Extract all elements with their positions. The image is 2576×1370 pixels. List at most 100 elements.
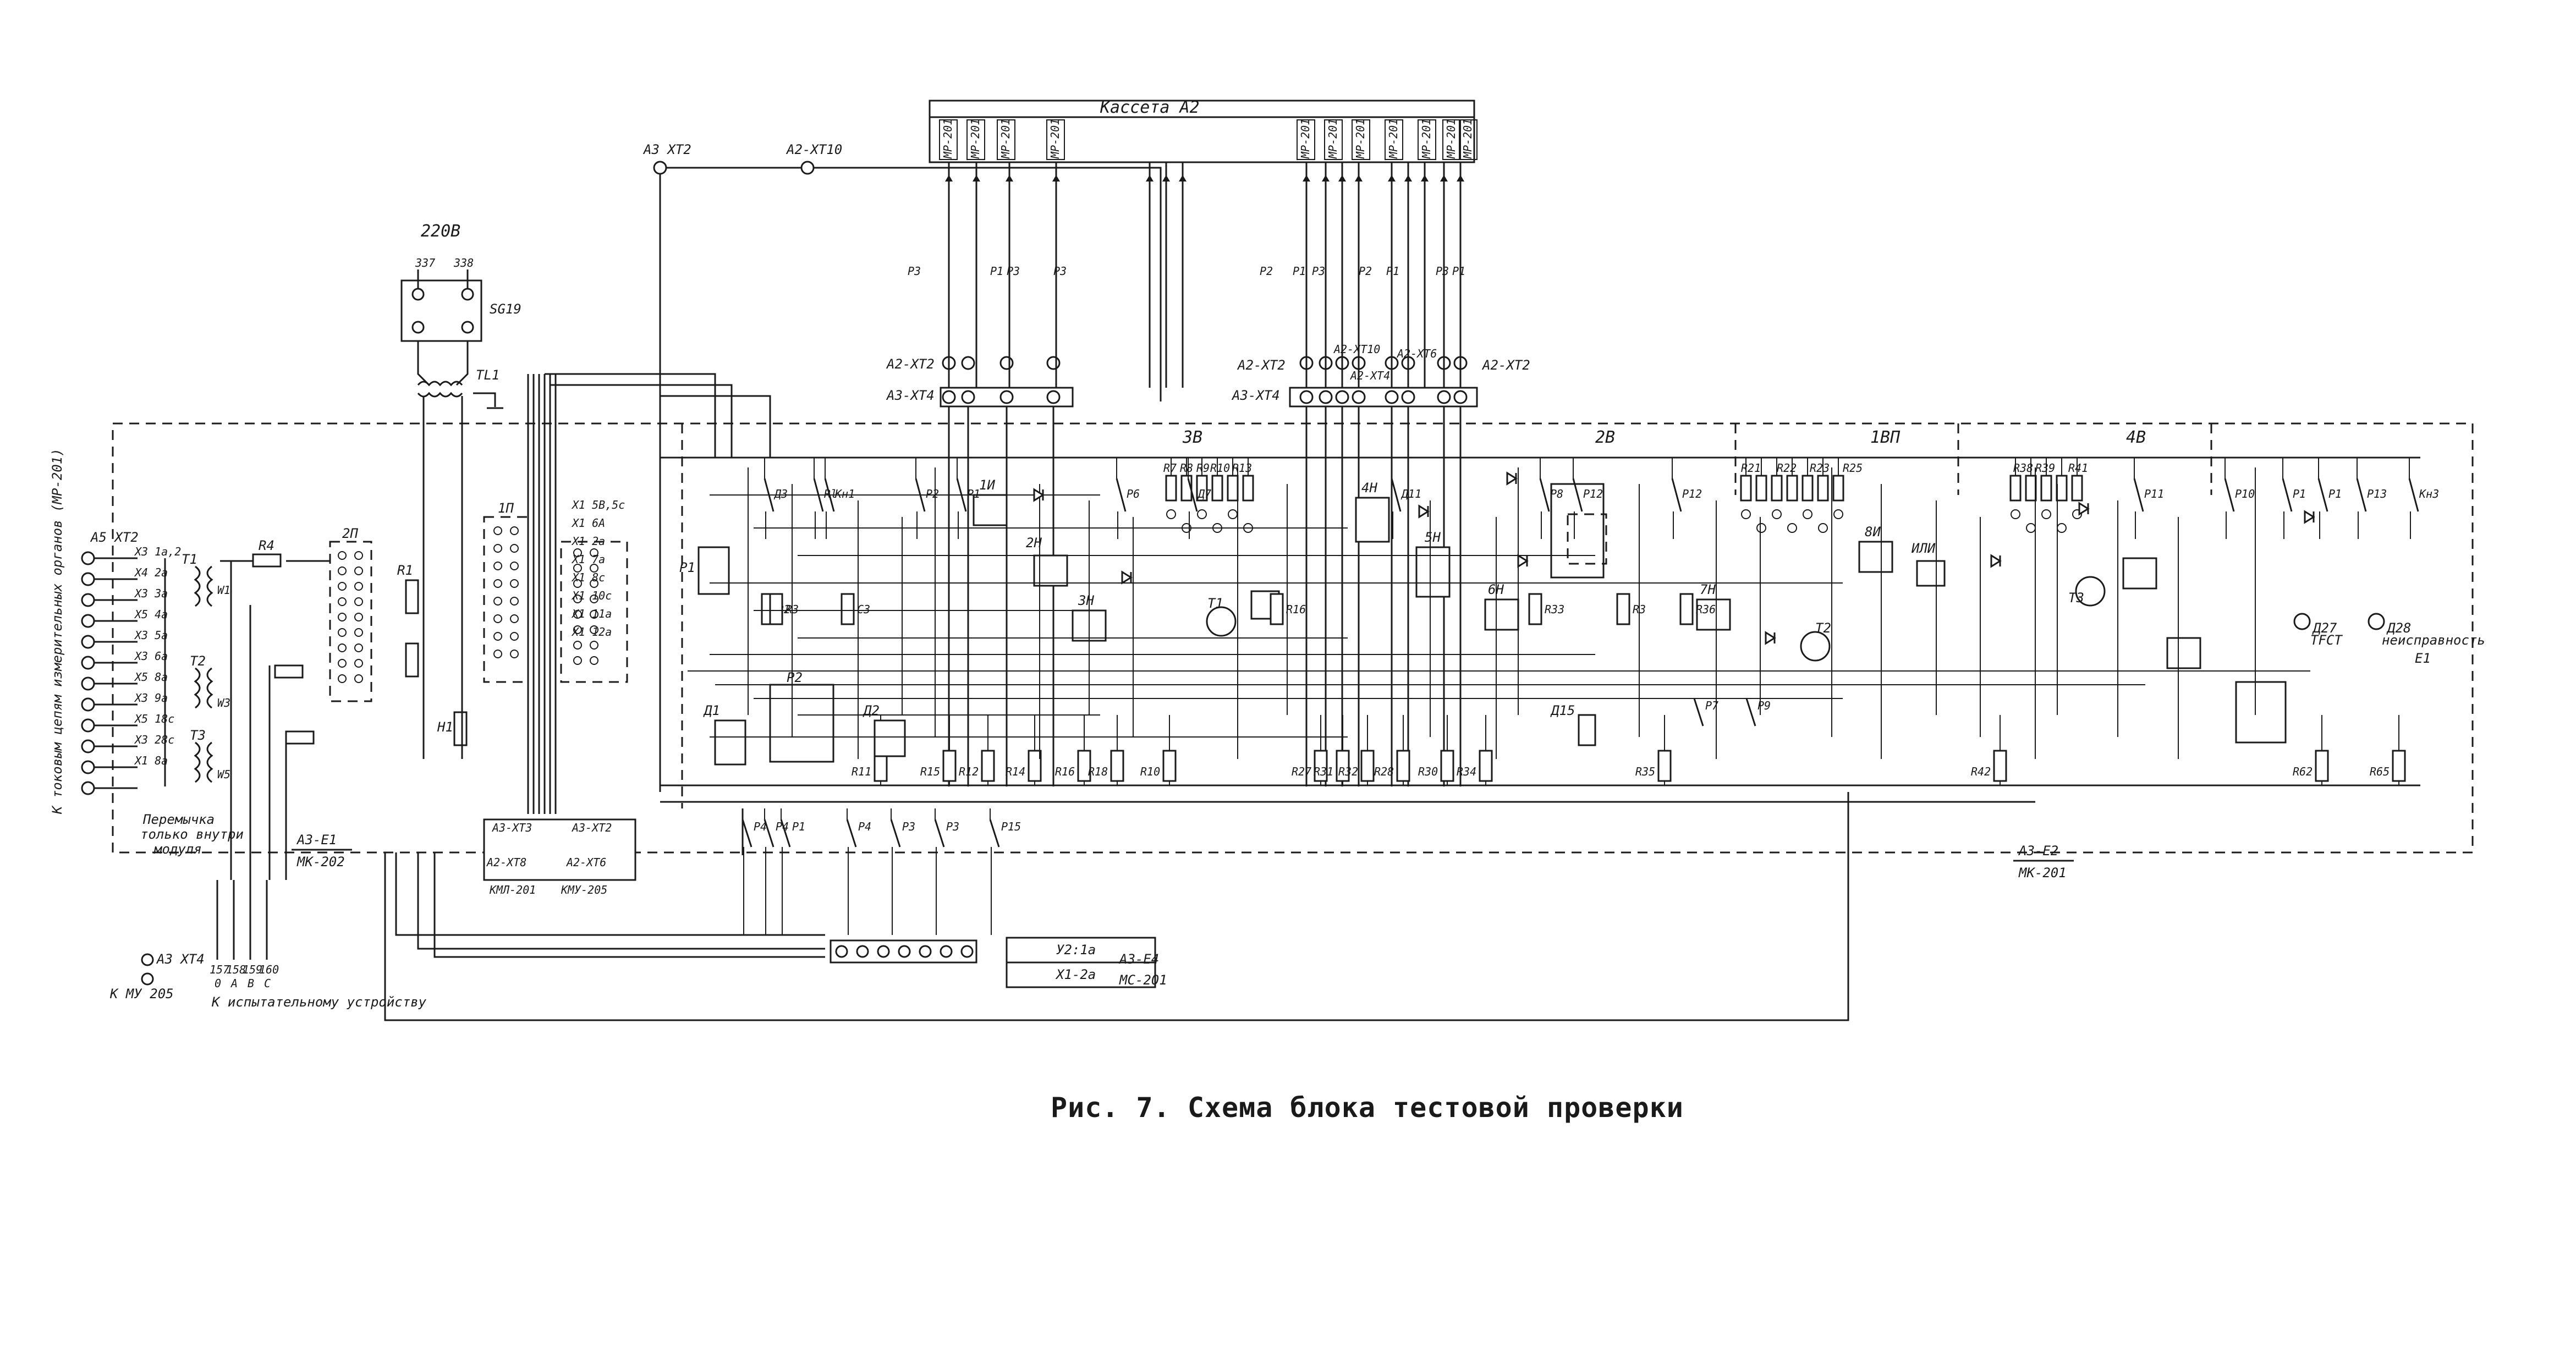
bus-label: Х1 2а <box>571 535 605 548</box>
relay-contact-label: Р11 <box>2144 487 2164 500</box>
svg-text:Д1: Д1 <box>703 703 720 718</box>
cassette-module-label: МР-201 <box>1299 119 1312 159</box>
transistor-t2: Т2 <box>1815 620 1831 636</box>
connector-row-left: А2-ХТ2 А3-ХТ4 <box>886 356 1074 408</box>
cassette-module-label: МР-201 <box>1420 119 1433 159</box>
bottom-resistor-label: R12 <box>959 765 979 778</box>
label-a2-xt4: А2-ХТ4 <box>1349 369 1390 382</box>
bus-relay-tag: Р3 <box>1312 265 1325 278</box>
jumper-note-2: только внутри <box>140 827 244 842</box>
w1-label: W1 <box>217 584 230 597</box>
a3-xt4-bottom: А3 ХТ4 <box>156 951 205 967</box>
cassette-module-1 <box>966 119 985 160</box>
bus-label: Х1 12а <box>571 625 612 639</box>
phase-name: В <box>248 977 254 990</box>
xt-terminal-label: Х5 8а <box>134 670 168 684</box>
bus-label: Х1 8с <box>571 571 605 584</box>
bottom-resistor-label: R35 <box>1635 765 1655 778</box>
cassette-module-4 <box>1297 119 1315 160</box>
xt-terminal-label: Х3 1а,2 <box>134 545 181 558</box>
array-resistor-label: R13 <box>1232 461 1252 475</box>
array-resistor-label: R41 <box>2068 461 2088 475</box>
transistor-t1: Т1 <box>1207 596 1223 611</box>
svg-text:R4: R4 <box>259 538 274 553</box>
svg-text:Р2: Р2 <box>787 670 803 685</box>
module-a3-e4-code: А3-Е4 <box>1118 951 1159 967</box>
bottom-resistor-label: R18 <box>1088 765 1108 778</box>
block-4n: 4Н <box>1361 480 1377 496</box>
label-a2-xt2-left: А2-ХТ2 <box>886 356 935 372</box>
terminal-pin <box>81 718 95 733</box>
module-a3-e1-code: А3-Е1 <box>296 832 337 848</box>
cassette-module-8 <box>1418 119 1436 160</box>
power-pin-337: 337 <box>415 256 435 269</box>
transformer-t2: Т2 W3 <box>190 653 230 709</box>
phase-pin: 160 <box>259 963 279 976</box>
svg-text:Р1: Р1 <box>679 560 695 575</box>
relay-contact-label: Р13 <box>2367 487 2387 500</box>
label-a3-xt4-right: А3-ХТ4 <box>1231 388 1280 403</box>
module-a3-e4: У2:1а Х1-2а А3-Е4 МС-201 <box>1006 937 1167 988</box>
array-resistor-label: R25 <box>1843 461 1863 475</box>
section-3v: 3В <box>1182 428 1202 447</box>
cassette-title: Кассета А2 <box>1100 98 1200 117</box>
kmu-block: А3-ХТ3 А3-ХТ2 А2-ХТ8 А2-ХТ6 КМЛ-201 КМУ-… <box>483 818 636 896</box>
kmu-a3-xt3: А3-ХТ3 <box>491 821 532 834</box>
module-a3-e1-type: МК-202 <box>296 854 345 870</box>
cassette-module-6 <box>1352 119 1370 160</box>
lamp-h1-label: Н1 <box>437 719 453 735</box>
relay-contact-label: Кн3 <box>2419 487 2439 500</box>
section-4v: 4В <box>2126 428 2146 447</box>
cassette-module-label: МР-201 <box>969 119 982 159</box>
module-a3-e2-code: А3-Е2 <box>2018 843 2058 859</box>
bus-label: Х1 7а <box>571 553 605 566</box>
phase-pin: 157 <box>210 963 229 976</box>
mid-resistor-label: R36 <box>1696 603 1716 616</box>
svg-text:Д15: Д15 <box>1550 703 1575 718</box>
phase-pin: 158 <box>226 963 246 976</box>
mid-resistor-label: C3 <box>857 603 870 616</box>
array-resistor-label: R21 <box>1741 461 1761 475</box>
cassette-module-label: МР-201 <box>1444 119 1458 159</box>
terminal-pin <box>81 614 95 628</box>
bottom-resistor-label: R31 <box>1314 765 1333 778</box>
r1-label: R1 <box>397 563 413 578</box>
relay-contact-label: Кн1 <box>834 487 855 500</box>
kmu-a2-xt6: А2-ХТ6 <box>565 856 606 869</box>
relay-contact-label: Д7 <box>1197 487 1211 500</box>
cassette-module-5 <box>1324 119 1343 160</box>
connector-a3-xt2-top: А3 ХТ2 <box>642 142 691 157</box>
label-a2-xt2-right-b: А2-ХТ2 <box>1481 357 1530 373</box>
relay-contact-label: Д11 <box>1400 487 1421 500</box>
input-x1-2a: Х1-2а <box>1055 967 1096 982</box>
t2-label: Т2 <box>190 653 206 669</box>
cassette-module-9 <box>1442 119 1461 160</box>
jumper-note-3: модуля <box>153 841 202 857</box>
w3-label: W3 <box>217 696 230 709</box>
module-enclosure <box>112 422 2474 854</box>
svg-text:Д2: Д2 <box>863 703 880 718</box>
diode-d28: Д28 <box>2386 620 2411 636</box>
block-2p-label: 2П <box>342 526 358 541</box>
relay-contact-label: Р2 <box>926 487 939 500</box>
cassette-module-7 <box>1385 119 1403 160</box>
bus-relay-tag: Р1 <box>1386 265 1399 278</box>
switch-sg19-label: SG19 <box>490 301 521 317</box>
bus-relay-tag: Р1 <box>1293 265 1306 278</box>
bus-label: Х1 6А <box>571 516 605 530</box>
bus-relay-tag: Р2 <box>1260 265 1273 278</box>
input-y2: У2:1а <box>1056 942 1096 958</box>
array-resistor-label: R7 <box>1163 461 1177 475</box>
cassette-module-0 <box>939 119 958 160</box>
relay-contact-label: Р6 <box>1127 487 1140 500</box>
transistor-t3: Т3 <box>2068 590 2084 606</box>
cassette-module-label: МР-201 <box>1354 119 1367 159</box>
block-3n: 3Н <box>1078 593 1094 608</box>
array-resistor-label: R39 <box>2035 461 2055 475</box>
transformer-tl1-label: TL1 <box>476 367 499 383</box>
terminal-pin <box>81 656 95 670</box>
